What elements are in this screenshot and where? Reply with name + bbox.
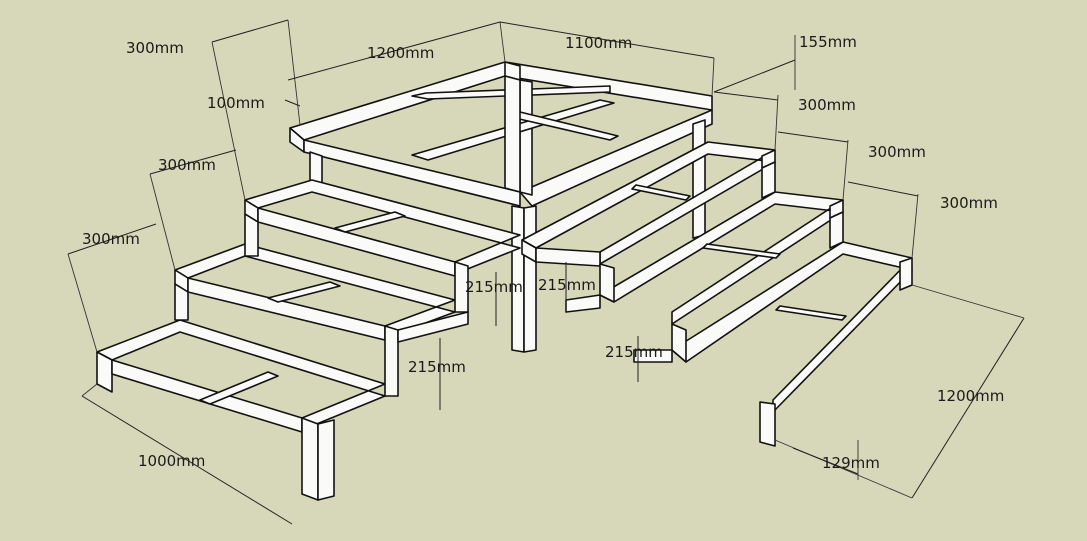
label-rise-center-left: 215mm bbox=[465, 278, 523, 296]
dimension-labels: 300mm 1200mm 1100mm 155mm 100mm 300mm 30… bbox=[82, 33, 1004, 472]
label-rail-thickness: 100mm bbox=[207, 94, 265, 112]
top-platform bbox=[289, 61, 713, 207]
label-top-offset: 155mm bbox=[799, 33, 857, 51]
right-step-lower bbox=[565, 211, 913, 447]
label-leg-offset: 129mm bbox=[822, 454, 880, 472]
label-right-step1: 300mm bbox=[798, 96, 856, 114]
dimension-lines bbox=[67, 19, 1025, 525]
label-right-width: 1200mm bbox=[937, 387, 1004, 405]
left-step-lower bbox=[96, 283, 469, 501]
label-rise-right: 215mm bbox=[605, 343, 663, 361]
label-rise-left: 215mm bbox=[408, 358, 466, 376]
label-top-length: 1100mm bbox=[565, 34, 632, 52]
right-step-middle bbox=[599, 161, 844, 325]
label-top-width: 1200mm bbox=[367, 44, 434, 62]
left-step-upper bbox=[244, 179, 521, 277]
label-right-step2: 300mm bbox=[868, 143, 926, 161]
label-left-step2: 300mm bbox=[82, 230, 140, 248]
label-left-width: 1000mm bbox=[138, 452, 205, 470]
label-top-depth: 300mm bbox=[126, 39, 184, 57]
label-rise-center-right: 215mm bbox=[538, 276, 596, 294]
frame-structure bbox=[96, 61, 913, 501]
label-left-step1: 300mm bbox=[158, 156, 216, 174]
label-right-step3: 300mm bbox=[940, 194, 998, 212]
